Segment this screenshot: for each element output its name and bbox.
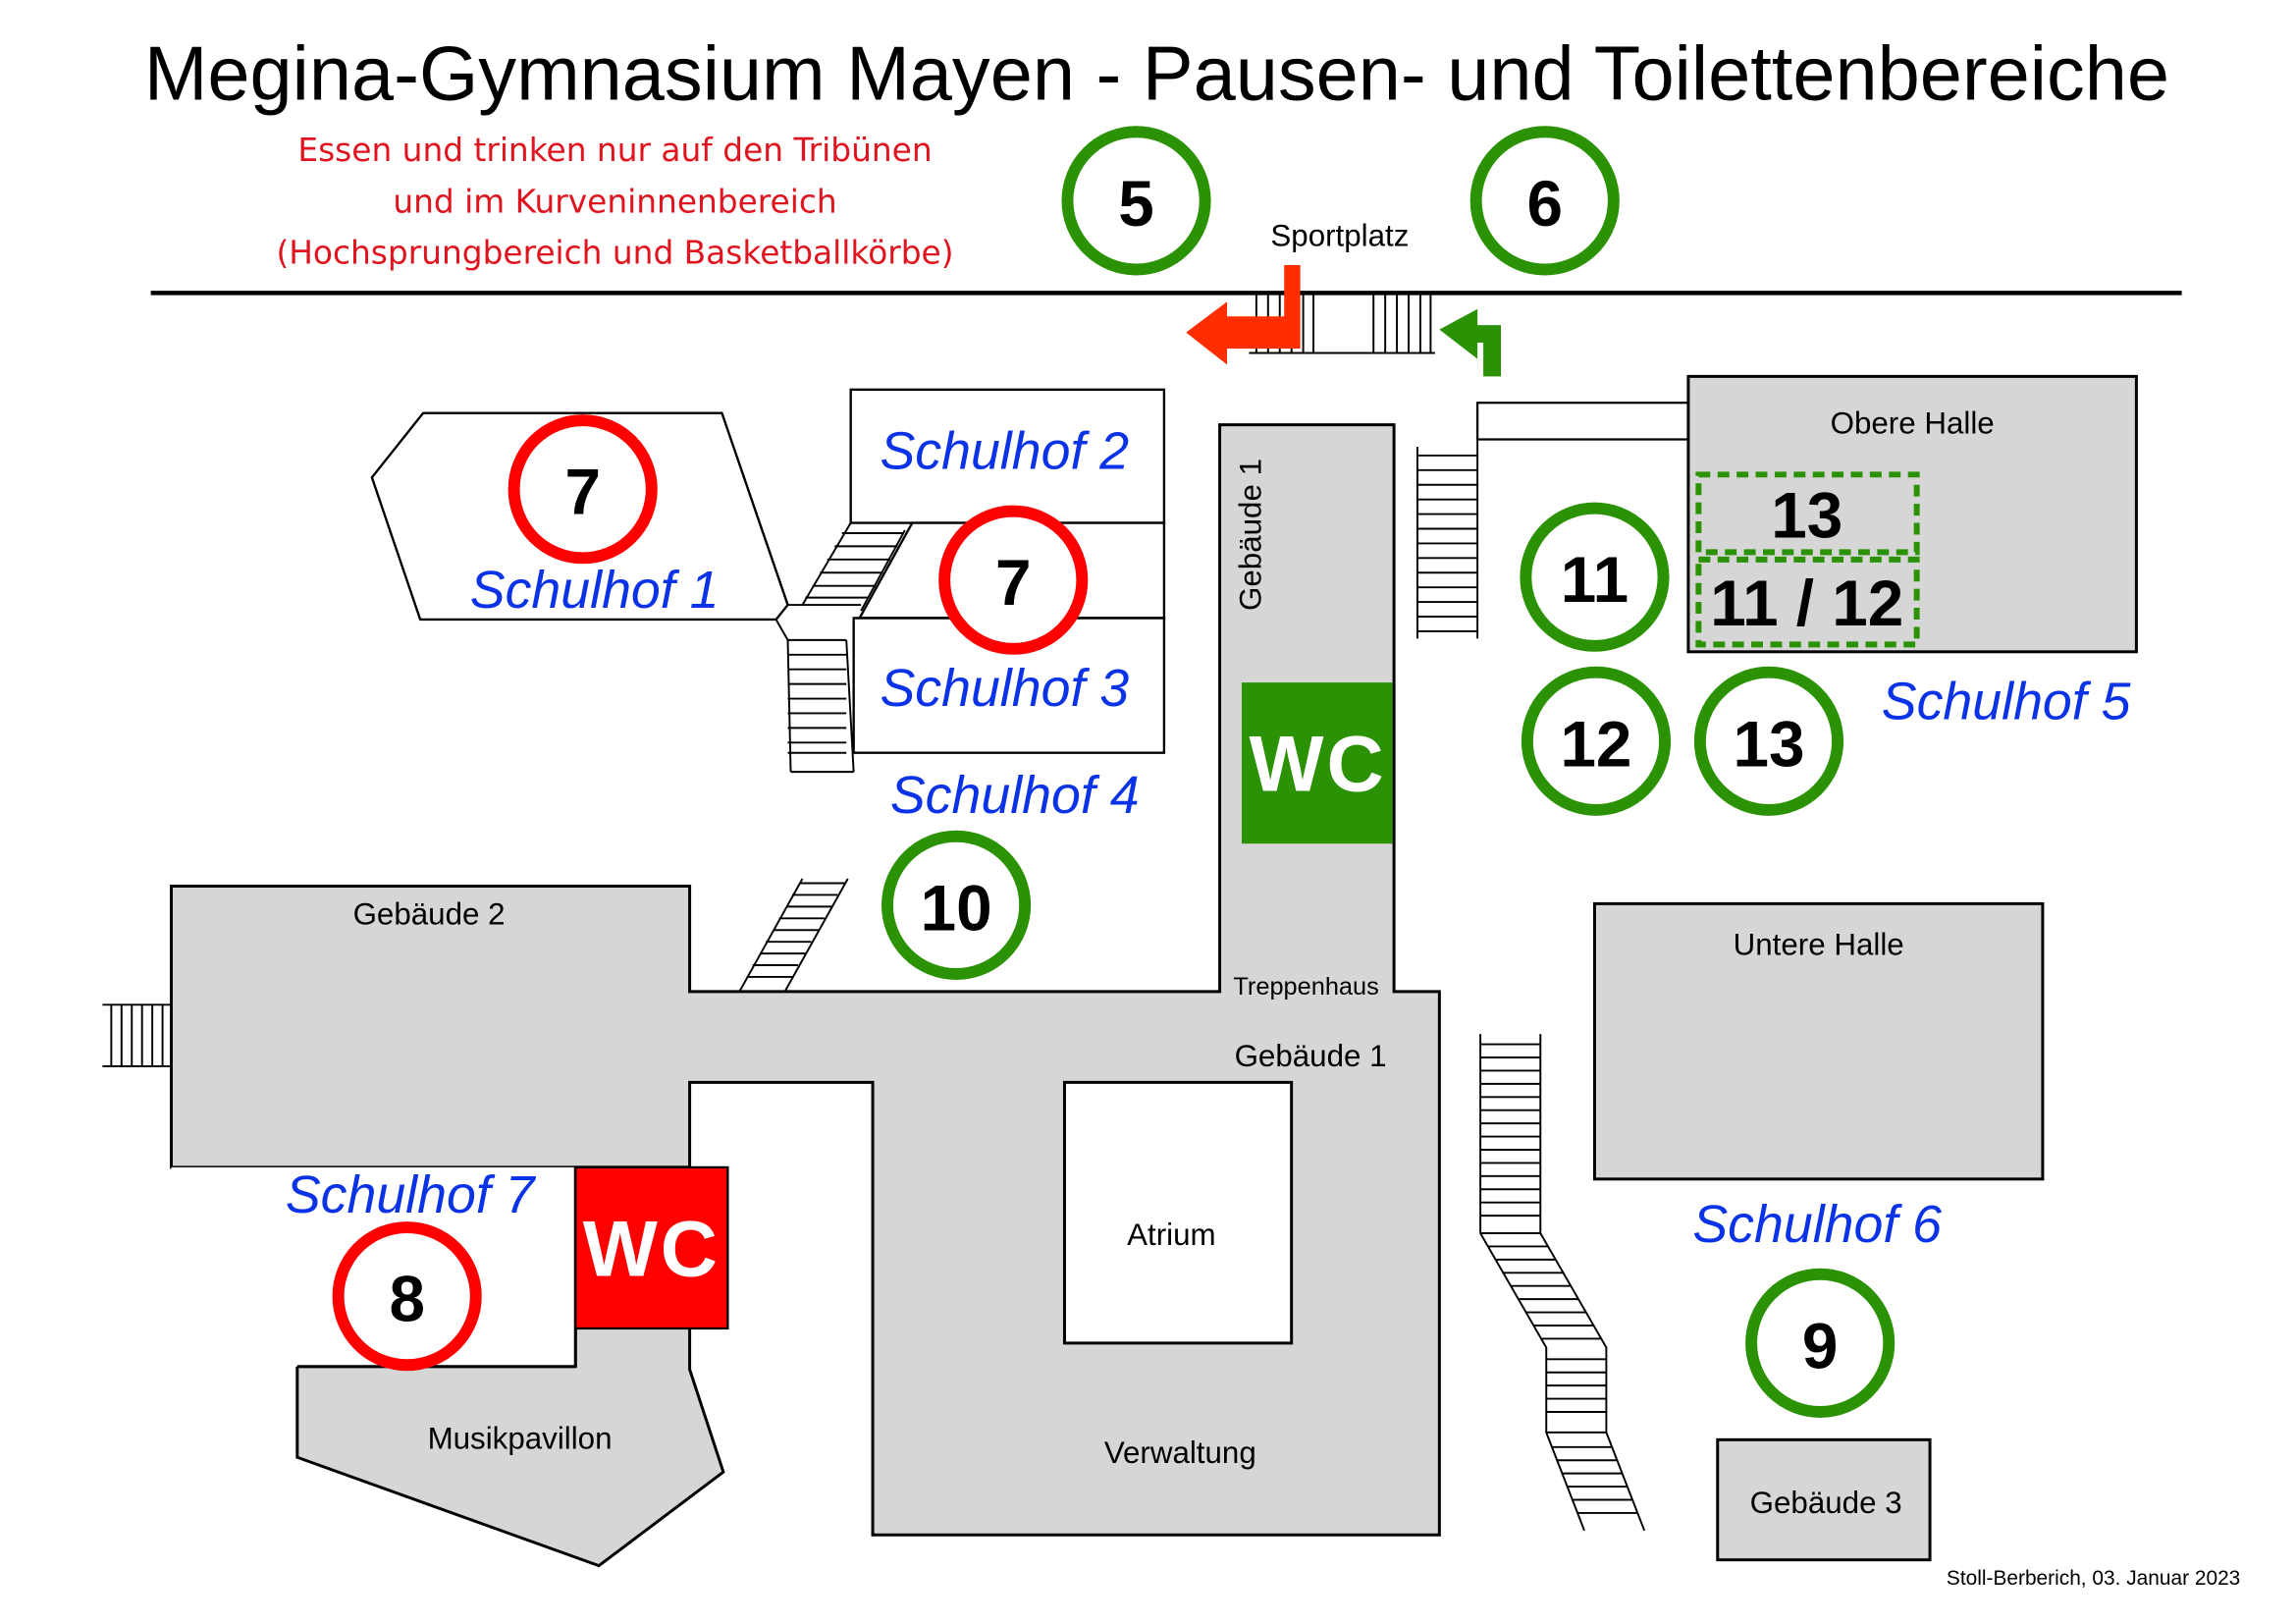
obere-halle-label: Obere Halle <box>1831 406 1995 441</box>
musikpavillon-label: Musikpavillon <box>428 1421 613 1455</box>
exit-arrow-red-icon <box>1186 264 1301 365</box>
notice-line-1: Essen und trinken nur auf den Tribünen <box>297 132 932 169</box>
marker-13-label: 13 <box>1733 708 1804 780</box>
notice-line-2: und im Kurveninnenbereich <box>393 183 836 220</box>
verwaltung-label: Verwaltung <box>1104 1435 1256 1470</box>
treppenhaus-label: Treppenhaus <box>1233 973 1378 1001</box>
stairs-obere-halle <box>1415 439 1479 639</box>
schulhof-7-label: Schulhof 7 <box>286 1165 537 1224</box>
schulhof-3-label: Schulhof 3 <box>880 659 1129 718</box>
marker-10 <box>881 830 1032 980</box>
gebaeude-1-label: Gebäude 1 <box>1235 1039 1387 1073</box>
marker-7a-label: 7 <box>564 457 601 528</box>
wc-allowed-label: WC <box>1249 721 1386 809</box>
gebaeude-1-vertical-label: Gebäude 1 <box>1233 459 1267 611</box>
hall-zone-11-12-label: 11 / 12 <box>1710 568 1903 639</box>
marker-5-label: 5 <box>1118 168 1154 240</box>
schulhof-2-label: Schulhof 2 <box>880 421 1129 480</box>
marker-13 <box>1693 666 1844 816</box>
marker-6 <box>1469 126 1620 276</box>
marker-5 <box>1061 126 1211 276</box>
marker-10-label: 10 <box>921 872 992 944</box>
hall-zone-13 <box>1695 471 1920 556</box>
schulhof-1-label: Schulhof 1 <box>470 561 720 620</box>
marker-6-label: 6 <box>1526 168 1563 240</box>
page-title: Megina-Gymnasium Mayen - Pausen- und Toi… <box>144 31 2169 116</box>
stairs-gebaeude-2-west <box>102 1003 172 1067</box>
obere-halle-walkway <box>1476 402 1690 441</box>
marker-7b-label: 7 <box>995 547 1032 619</box>
marker-8-label: 8 <box>389 1264 425 1335</box>
stairs-schulhof-1-3 <box>774 619 855 774</box>
marker-12 <box>1521 666 1672 816</box>
obere-halle <box>1686 374 2138 654</box>
marker-12-label: 12 <box>1560 708 1631 780</box>
untere-halle-label: Untere Halle <box>1734 928 1904 962</box>
hall-zone-11-12 <box>1695 556 1920 648</box>
gebaeude-2-label: Gebäude 2 <box>353 896 506 931</box>
marker-7-schulhof-3 <box>938 505 1089 655</box>
wc-allowed <box>1241 682 1393 844</box>
gebaeude-3 <box>1716 1437 1932 1562</box>
marker-8 <box>332 1221 482 1372</box>
marker-11 <box>1520 502 1670 652</box>
marker-9 <box>1745 1268 1896 1418</box>
atrium-label: Atrium <box>1127 1218 1215 1252</box>
wc-restricted-label: WC <box>583 1205 721 1293</box>
untere-halle <box>1592 901 2045 1181</box>
marker-11-label: 11 <box>1561 544 1629 616</box>
wc-restricted <box>574 1165 729 1330</box>
sportplatz-label: Sportplatz <box>1270 219 1409 253</box>
gebaeude-3-label: Gebäude 3 <box>1750 1486 1902 1520</box>
stairs-schulhof-4 <box>738 878 849 993</box>
footer-credit: Stoll-Berberich, 03. Januar 2023 <box>1947 1567 2240 1590</box>
marker-9-label: 9 <box>1802 1310 1839 1381</box>
stairs-schulhof-1-2 <box>787 522 906 612</box>
hall-zone-13-label: 13 <box>1771 480 1842 552</box>
schulhof-4-label: Schulhof 4 <box>890 766 1140 825</box>
atrium <box>1062 1080 1294 1345</box>
marker-7-schulhof-1 <box>507 414 658 565</box>
notice-line-3: (Hochsprungbereich und Basketballkörbe) <box>276 235 953 272</box>
schulhof-5-label: Schulhof 5 <box>1882 672 2131 731</box>
entry-arrow-green-icon <box>1439 308 1501 377</box>
schulhof-6-label: Schulhof 6 <box>1692 1195 1942 1254</box>
stairs-schulhof-6 <box>1479 1034 1646 1532</box>
